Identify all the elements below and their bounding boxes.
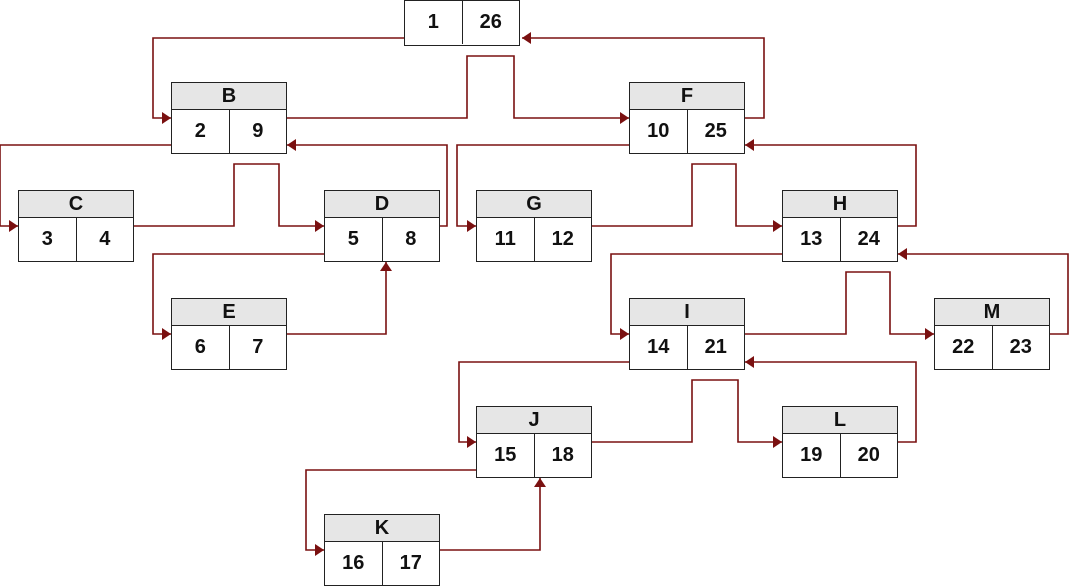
node-J-label: J [477,407,591,434]
node-L-right-value: 20 [857,444,880,466]
edge-J-to-K-arrowhead [315,544,324,556]
edge-L-to-I [745,361,917,443]
edge-layer [0,32,1069,556]
edge-D-to-B-arrowhead [287,139,296,151]
node-L: L 19 20 [782,406,898,478]
node-C-label: C [19,191,133,218]
edge-F-to-G [456,144,629,227]
node-B: B 2 9 [171,82,287,154]
edge-F-to-G-arrowhead [467,220,476,232]
edge-C-to-D [134,163,324,227]
node-I-label: I [630,299,744,326]
node-D-right-value: 8 [405,228,417,250]
edge-M-to-H-arrowhead [898,248,907,260]
edge-F-to-root [522,37,765,119]
node-J: J 15 18 [476,406,592,478]
node-root-right-value: 26 [479,11,502,33]
edge-F-to-root-arrowhead [522,32,531,44]
node-root-left-value: 1 [405,1,463,44]
edge-G-to-H [592,163,782,227]
node-K-left-value: 16 [325,542,383,585]
node-E-left-value: 6 [172,326,230,369]
edge-B-to-C-arrowhead [9,220,18,232]
node-B-right-value: 9 [252,120,264,142]
node-I-right-value: 21 [704,336,727,358]
node-H: H 13 24 [782,190,898,262]
node-M-label: M [935,299,1049,326]
node-I-left-value: 14 [630,326,688,369]
edge-J-to-L-arrowhead [773,436,782,448]
node-K: K 16 17 [324,514,440,586]
node-H-label: H [783,191,897,218]
node-I: I 14 21 [629,298,745,370]
edge-G-to-H-arrowhead [773,220,782,232]
edge-I-to-M [745,271,934,335]
edge-H-to-I-arrowhead [620,328,629,340]
node-G-right-value: 12 [551,228,574,250]
node-D-left-value: 5 [325,218,383,261]
node-E: E 6 7 [171,298,287,370]
edge-B-to-F-arrowhead [620,112,629,124]
node-B-left-value: 2 [172,110,230,153]
edge-D-to-B [287,144,448,227]
edge-B-to-F [287,55,629,119]
node-K-right-value: 17 [399,552,422,574]
node-C-left-value: 3 [19,218,77,261]
node-F: F 10 25 [629,82,745,154]
node-H-left-value: 13 [783,218,841,261]
edge-H-to-F-arrowhead [745,139,754,151]
edge-K-to-J-arrowhead [534,478,546,487]
edge-K-to-J [440,478,541,551]
node-C-right-value: 4 [99,228,111,250]
edge-L-to-I-arrowhead [745,356,754,368]
edge-I-to-M-arrowhead [925,328,934,340]
edge-M-to-H [898,253,1069,335]
edge-I-to-J-arrowhead [467,436,476,448]
node-L-label: L [783,407,897,434]
edge-root-to-B-arrowhead [162,112,171,124]
node-M-left-value: 22 [935,326,993,369]
edge-E-to-D [287,262,387,335]
node-B-label: B [172,83,286,110]
edge-H-to-F [745,144,917,227]
node-M-right-value: 23 [1009,336,1032,358]
node-E-right-value: 7 [252,336,264,358]
node-G: G 11 12 [476,190,592,262]
node-H-right-value: 24 [857,228,880,250]
node-G-label: G [477,191,591,218]
node-J-left-value: 15 [477,434,535,477]
node-K-label: K [325,515,439,542]
edge-C-to-D-arrowhead [315,220,324,232]
edge-J-to-L [592,379,782,443]
edge-E-to-D-arrowhead [380,262,392,271]
node-D: D 5 8 [324,190,440,262]
node-F-right-value: 25 [704,120,727,142]
node-G-left-value: 11 [477,218,535,261]
node-J-right-value: 18 [551,444,574,466]
node-E-label: E [172,299,286,326]
node-root: 1 26 [404,0,520,46]
node-M: M 22 23 [934,298,1050,370]
edge-D-to-E-arrowhead [162,328,171,340]
node-D-label: D [325,191,439,218]
node-F-label: F [630,83,744,110]
node-F-left-value: 10 [630,110,688,153]
node-L-left-value: 19 [783,434,841,477]
node-C: C 3 4 [18,190,134,262]
